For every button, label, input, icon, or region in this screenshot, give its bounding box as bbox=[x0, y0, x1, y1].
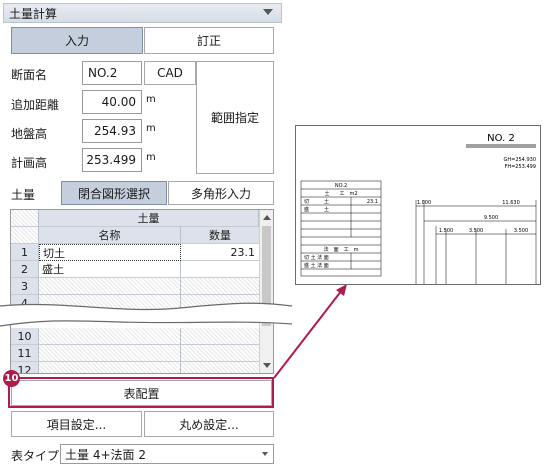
preview-slope-fill: 盛 土 法 面 bbox=[304, 262, 329, 269]
table-row[interactable]: 3 bbox=[11, 278, 259, 295]
grid-group-header: 土量 bbox=[39, 210, 259, 227]
place-table-button[interactable]: 表配置 bbox=[11, 380, 272, 406]
polygon-input-button[interactable]: 多角形入力 bbox=[168, 181, 274, 205]
table-row[interactable]: 10 bbox=[11, 328, 259, 345]
row-name-cell[interactable] bbox=[39, 345, 181, 362]
callout-highlight bbox=[8, 377, 274, 408]
row-name-cell[interactable] bbox=[39, 328, 181, 345]
table-row[interactable]: 11 bbox=[11, 345, 259, 362]
torn-edge-divider bbox=[0, 302, 292, 327]
cad-button-label: CAD bbox=[157, 66, 183, 80]
grid-group-header-row: 土量 bbox=[11, 210, 259, 227]
row-quantity-cell[interactable] bbox=[181, 328, 259, 345]
preview-dim-5: 3.500 bbox=[469, 228, 483, 234]
row-number: 1 bbox=[11, 244, 39, 261]
closed-shape-select-button[interactable]: 閉合図形選択 bbox=[61, 181, 167, 205]
column-header-quantity[interactable]: 数量 bbox=[181, 227, 259, 244]
added-distance-unit: m bbox=[146, 94, 156, 105]
collapse-chevron-icon[interactable] bbox=[263, 9, 273, 15]
rounding-settings-label: 丸め設定... bbox=[179, 417, 239, 432]
tab-input-label: 入力 bbox=[64, 34, 89, 48]
ground-height-input[interactable]: 254.93 bbox=[82, 119, 142, 143]
row-name-cell[interactable] bbox=[39, 362, 181, 373]
preview-dimension-lines bbox=[415, 200, 537, 284]
scroll-down-icon[interactable] bbox=[263, 363, 271, 368]
plan-height-unit: m bbox=[146, 152, 156, 163]
row-name-cell[interactable] bbox=[39, 278, 181, 295]
place-table-label: 表配置 bbox=[123, 386, 160, 401]
preview-cut-value: 23.1 bbox=[367, 199, 378, 205]
row-number: 10 bbox=[11, 328, 39, 345]
closed-shape-label: 閉合図形選択 bbox=[77, 186, 150, 201]
rounding-settings-button[interactable]: 丸め設定... bbox=[144, 411, 274, 437]
added-distance-input[interactable]: 40.00 bbox=[82, 90, 142, 114]
preview-fill-label: 盛 土 bbox=[304, 206, 329, 213]
range-select-button[interactable]: 範囲指定 bbox=[196, 61, 274, 174]
plan-height-label: 計画高 bbox=[11, 156, 48, 170]
grid-corner bbox=[11, 210, 39, 227]
row-quantity-cell[interactable] bbox=[181, 278, 259, 295]
row-name-cell[interactable]: 盛土 bbox=[39, 261, 181, 278]
ground-height-label: 地盤高 bbox=[11, 127, 48, 141]
row-quantity-cell[interactable] bbox=[181, 362, 259, 373]
preview-drawing: NO. 2 GH=254.930 FH=253.499 NO.2 土 工 m2 … bbox=[300, 133, 537, 284]
preview-dim-3: 9.500 bbox=[484, 215, 498, 221]
row-name-cell[interactable]: 切土 bbox=[39, 244, 181, 261]
grid-scrollbar[interactable] bbox=[259, 210, 273, 373]
callout-number-badge: 10 bbox=[3, 370, 20, 387]
preview-quantity-table bbox=[300, 180, 382, 277]
row-number: 2 bbox=[11, 261, 39, 278]
range-button-label: 範囲指定 bbox=[210, 111, 259, 125]
polygon-input-label: 多角形入力 bbox=[190, 186, 251, 201]
tab-input[interactable]: 入力 bbox=[11, 27, 143, 54]
preview-table-title: NO.2 bbox=[335, 183, 347, 189]
preview-dim-6: 3.500 bbox=[514, 228, 528, 234]
row-number: 11 bbox=[11, 345, 39, 362]
table-type-label: 表タイプ bbox=[11, 449, 60, 463]
preview-section-title: NO. 2 bbox=[487, 133, 515, 144]
preview-dim-1: 1.000 bbox=[417, 200, 431, 206]
grid-column-header-row: 名称 数量 bbox=[11, 227, 259, 244]
table-type-select[interactable]: 土量 4+法面 2 bbox=[60, 444, 274, 464]
table-row[interactable]: 12 bbox=[11, 362, 259, 373]
soil-calculation-panel: 土量計算 入力 訂正 断面名 NO.2 CAD 範囲指定 追加距離 40.00 … bbox=[0, 3, 292, 464]
panel-title: 土量計算 bbox=[9, 6, 58, 21]
tab-correct[interactable]: 訂正 bbox=[144, 27, 274, 54]
row-quantity-cell[interactable] bbox=[181, 261, 259, 278]
dropdown-caret-icon[interactable] bbox=[262, 452, 268, 456]
table-type-value: 土量 4+法面 2 bbox=[65, 447, 146, 462]
table-row[interactable]: 2 盛土 bbox=[11, 261, 259, 278]
item-settings-label: 項目設定... bbox=[46, 417, 107, 432]
scroll-thumb[interactable] bbox=[262, 226, 271, 326]
item-settings-button[interactable]: 項目設定... bbox=[11, 411, 142, 437]
preview-slope-cut: 切 土 法 面 bbox=[304, 254, 329, 261]
scroll-up-icon[interactable] bbox=[263, 215, 271, 220]
table-placement-preview: NO. 2 GH=254.930 FH=253.499 NO.2 土 工 m2 … bbox=[295, 125, 541, 285]
preview-table-header: 土 工 m2 bbox=[324, 190, 357, 197]
row-number: 3 bbox=[11, 278, 39, 295]
added-distance-label: 追加距離 bbox=[11, 98, 60, 112]
cad-button[interactable]: CAD bbox=[144, 61, 196, 85]
row-number: 12 bbox=[11, 362, 39, 373]
preview-cut-label: 切 土 bbox=[304, 198, 329, 205]
preview-dim-2: 11.630 bbox=[502, 200, 520, 206]
soil-label: 土量 bbox=[11, 188, 36, 202]
grid-corner-2 bbox=[11, 227, 39, 244]
row-quantity-cell[interactable]: 23.1 bbox=[181, 244, 259, 261]
ground-height-unit: m bbox=[146, 123, 156, 134]
preview-slope-header: 法 面 工 m bbox=[324, 246, 359, 253]
column-header-name[interactable]: 名称 bbox=[39, 227, 181, 244]
plan-height-input[interactable]: 253.499 bbox=[82, 148, 142, 172]
preview-dim-4: 1.500 bbox=[439, 228, 453, 234]
panel-header[interactable]: 土量計算 bbox=[3, 3, 282, 23]
section-name-label: 断面名 bbox=[11, 68, 48, 82]
row-quantity-cell[interactable] bbox=[181, 345, 259, 362]
section-name-input[interactable]: NO.2 bbox=[82, 61, 142, 85]
tab-correct-label: 訂正 bbox=[196, 34, 221, 48]
preview-fh: FH=253.499 bbox=[504, 164, 536, 170]
table-row[interactable]: 1 切土 23.1 bbox=[11, 244, 259, 261]
preview-gh: GH=254.930 bbox=[504, 157, 537, 163]
